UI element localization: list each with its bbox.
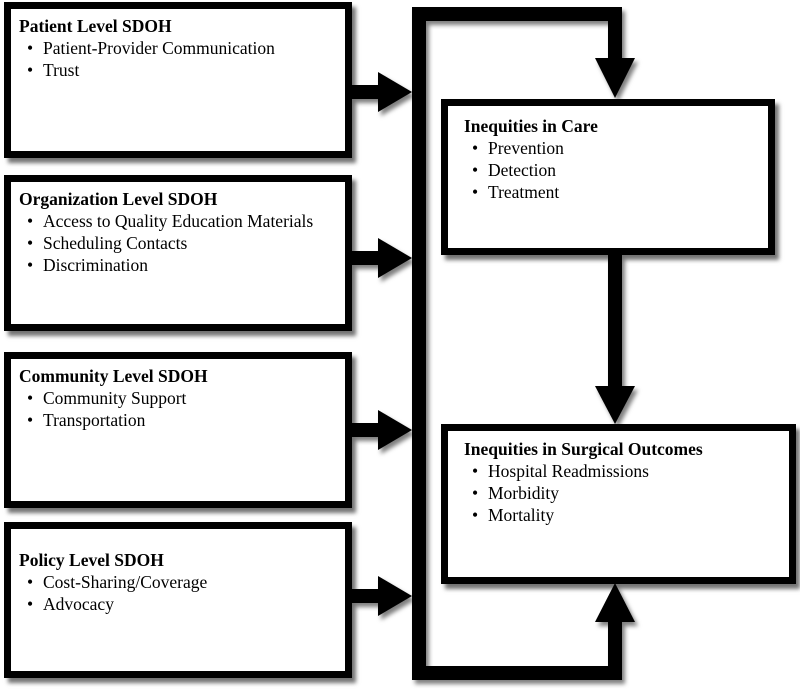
arrow-care-to-outcomes bbox=[595, 386, 635, 424]
policy-level-box: Policy Level SDOH Cost-Sharing/Coverage … bbox=[4, 522, 352, 678]
inequities-in-surgical-outcomes-box: Inequities in Surgical Outcomes Hospital… bbox=[441, 424, 796, 584]
policy-arrow-head bbox=[378, 576, 412, 616]
list-item: Trust bbox=[27, 59, 337, 81]
inequities-in-care-list: Prevention Detection Treatment bbox=[456, 137, 760, 203]
list-item: Scheduling Contacts bbox=[27, 232, 337, 254]
organization-level-list: Access to Quality Education Materials Sc… bbox=[19, 210, 337, 276]
community-level-list: Community Support Transportation bbox=[19, 387, 337, 431]
list-item: Treatment bbox=[472, 181, 760, 203]
arrow-into-care bbox=[595, 58, 635, 98]
patient-arrow-head bbox=[378, 72, 412, 112]
inequities-in-care-title: Inequities in Care bbox=[464, 116, 598, 136]
organization-level-box: Organization Level SDOH Access to Qualit… bbox=[4, 175, 352, 331]
inequities-in-surgical-outcomes-list: Hospital Readmissions Morbidity Mortalit… bbox=[456, 460, 781, 526]
list-item: Advocacy bbox=[27, 593, 337, 615]
list-item: Access to Quality Education Materials bbox=[27, 210, 337, 232]
community-arrow-head bbox=[378, 410, 412, 450]
inequities-in-surgical-outcomes-title: Inequities in Surgical Outcomes bbox=[464, 439, 703, 459]
patient-level-title: Patient Level SDOH bbox=[19, 16, 172, 36]
list-item: Detection bbox=[472, 159, 760, 181]
list-item: Hospital Readmissions bbox=[472, 460, 781, 482]
org-arrow-head bbox=[378, 238, 412, 278]
list-item: Discrimination bbox=[27, 254, 337, 276]
organization-level-title: Organization Level SDOH bbox=[19, 189, 218, 209]
list-item: Mortality bbox=[472, 504, 781, 526]
list-item: Transportation bbox=[27, 409, 337, 431]
policy-level-list: Cost-Sharing/Coverage Advocacy bbox=[19, 571, 337, 615]
policy-level-title: Policy Level SDOH bbox=[19, 550, 164, 570]
community-level-box: Community Level SDOH Community Support T… bbox=[4, 352, 352, 508]
list-item: Cost-Sharing/Coverage bbox=[27, 571, 337, 593]
list-item: Morbidity bbox=[472, 482, 781, 504]
list-item: Patient-Provider Communication bbox=[27, 37, 337, 59]
list-item: Community Support bbox=[27, 387, 337, 409]
inequities-in-care-box: Inequities in Care Prevention Detection … bbox=[441, 99, 775, 255]
arrow-into-outcomes-bottom bbox=[595, 583, 635, 622]
patient-level-list: Patient-Provider Communication Trust bbox=[19, 37, 337, 81]
patient-level-box: Patient Level SDOH Patient-Provider Comm… bbox=[4, 2, 352, 158]
list-item: Prevention bbox=[472, 137, 760, 159]
community-level-title: Community Level SDOH bbox=[19, 366, 208, 386]
